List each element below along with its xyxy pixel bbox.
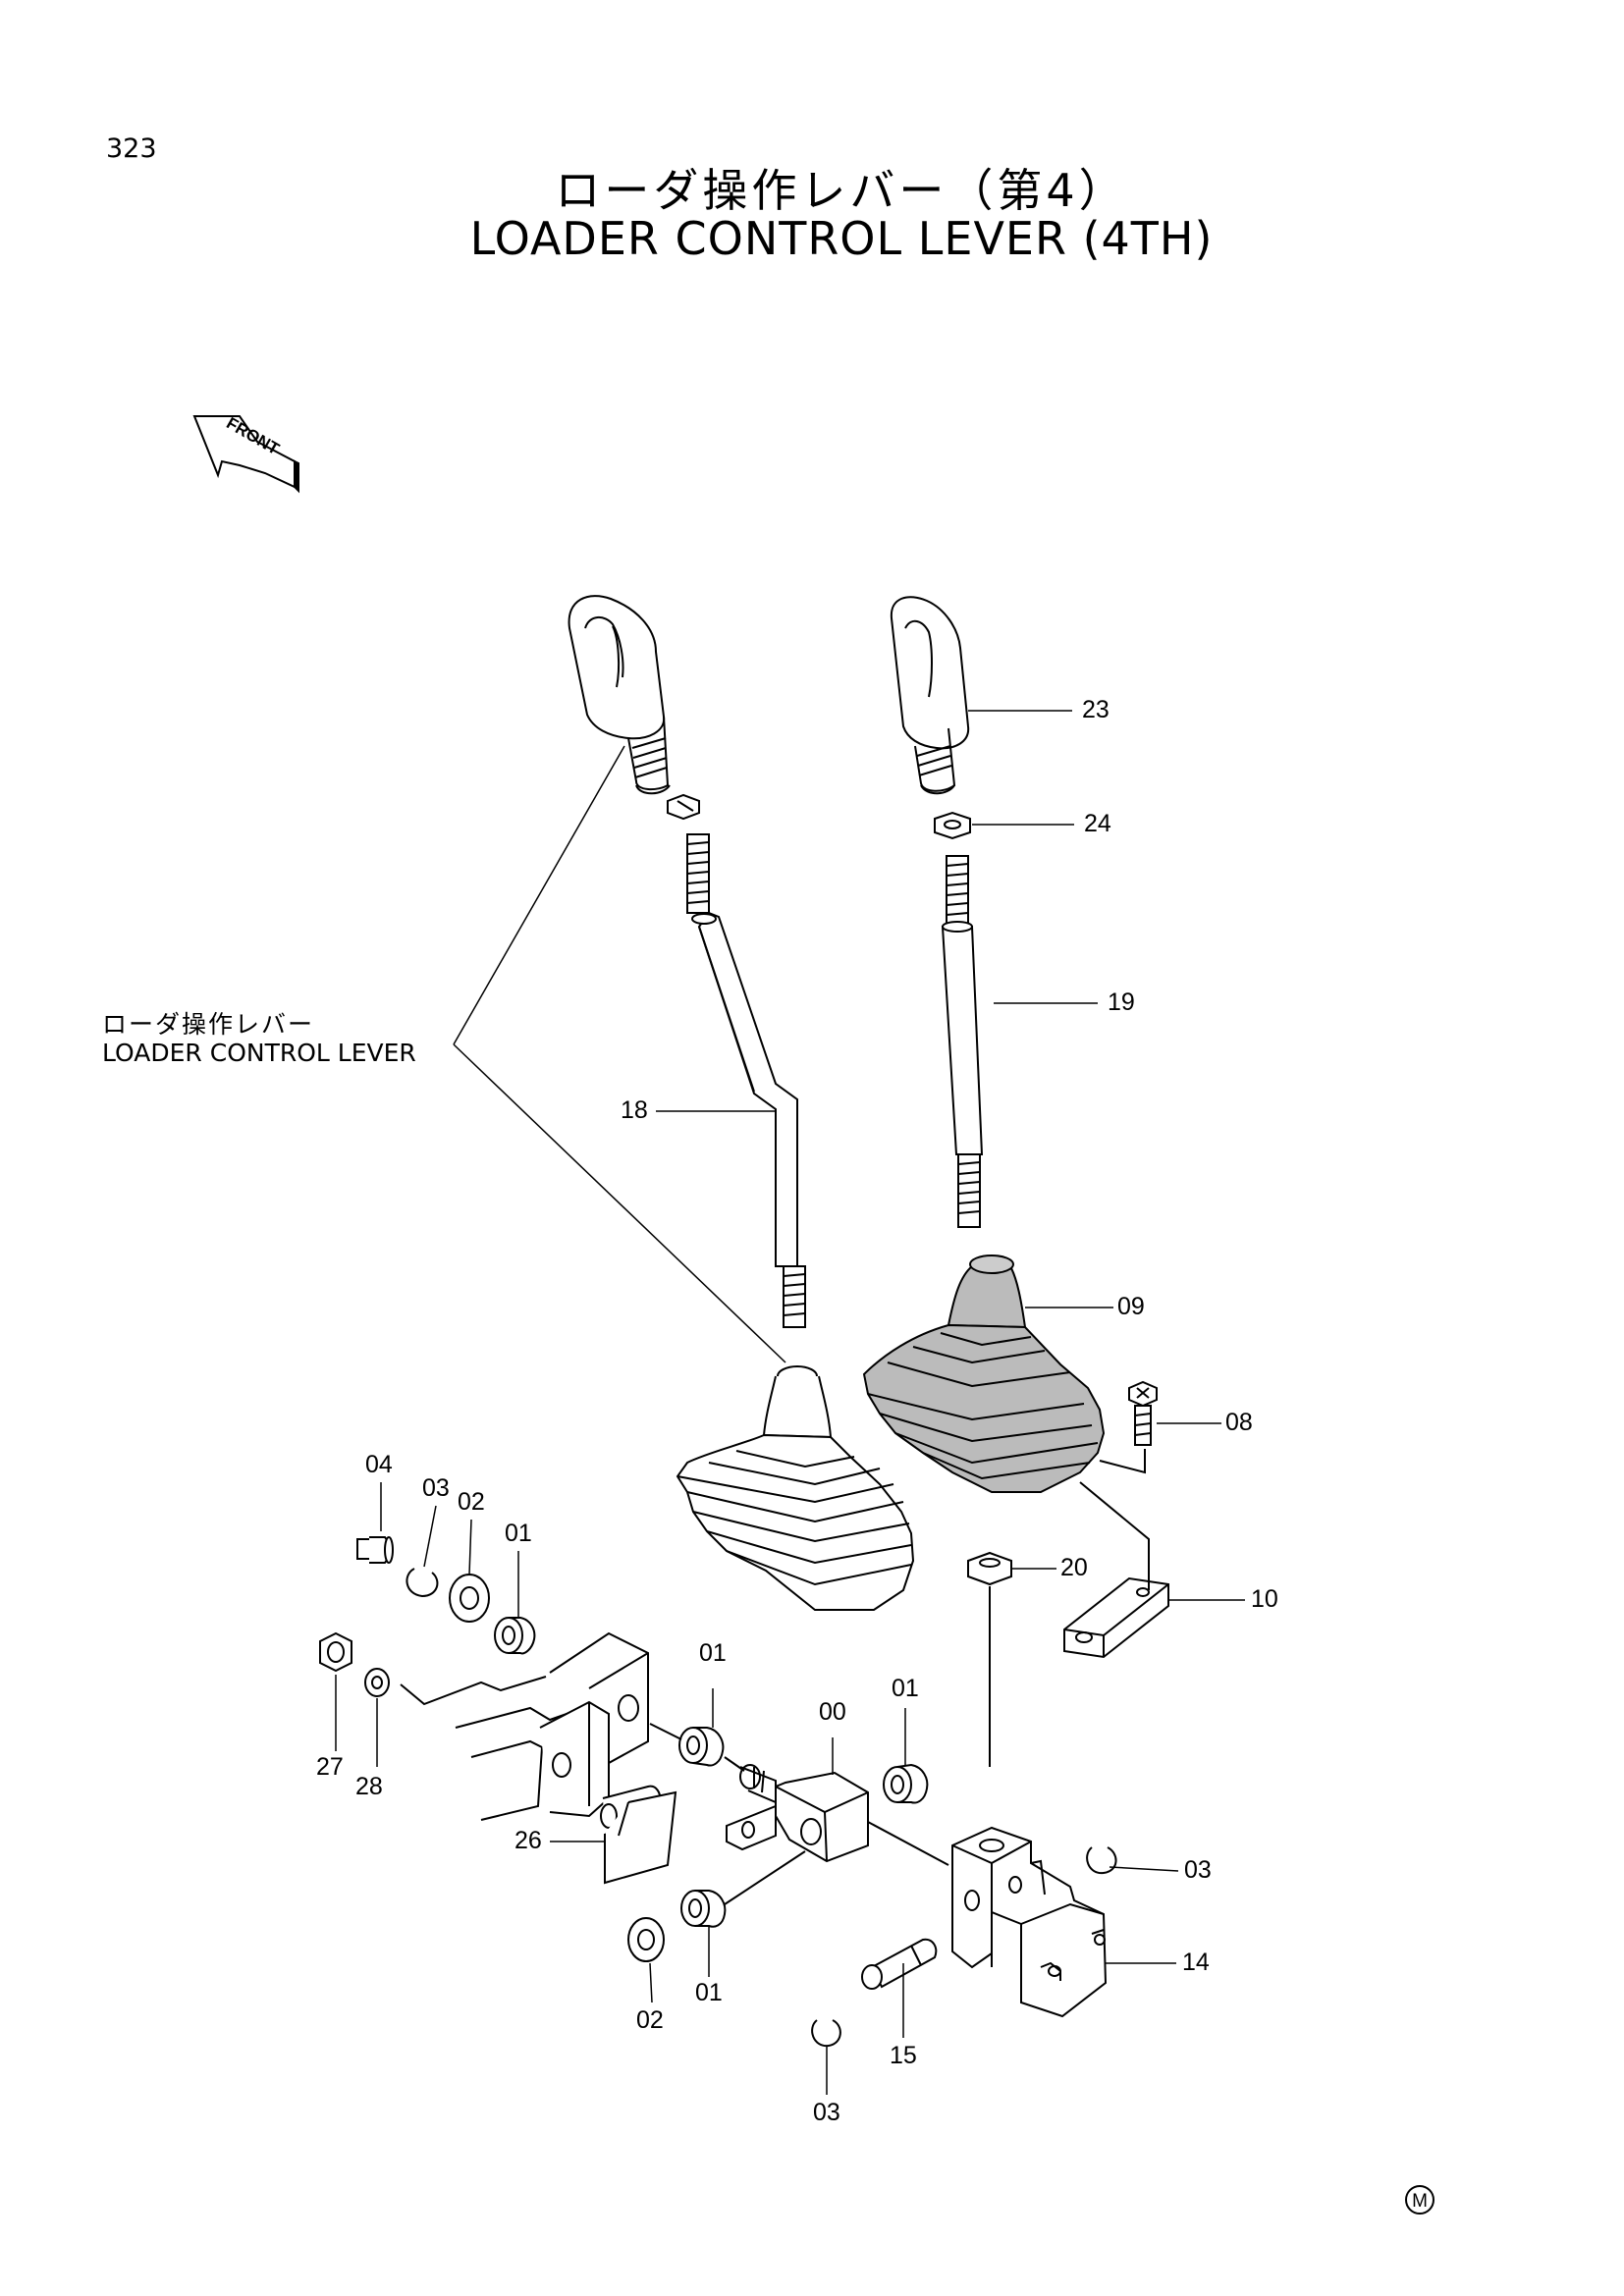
bushing-01-top xyxy=(494,1617,536,1655)
frame-blocks xyxy=(539,1631,649,1818)
part-label-01-mid: 01 xyxy=(699,1639,727,1667)
part-label-14: 14 xyxy=(1182,1949,1210,1976)
clip-03-bottom xyxy=(811,2019,841,2048)
part-label-02-bottom: 02 xyxy=(636,2006,664,2034)
bushing-01-bottom xyxy=(680,1890,727,1928)
part-label-10: 10 xyxy=(1251,1585,1278,1613)
part-label-01-top: 01 xyxy=(505,1520,532,1547)
washer-02-bottom xyxy=(627,1917,665,1962)
clip-03-top xyxy=(406,1568,439,1598)
part-label-01-right: 01 xyxy=(892,1675,919,1702)
right-lever-assembly xyxy=(862,596,1169,1767)
part-label-24: 24 xyxy=(1084,810,1111,837)
part-label-02-top: 02 xyxy=(458,1488,485,1516)
assembly-callout-en: LOADER CONTROL LEVER xyxy=(102,1039,416,1067)
part-label-23: 23 xyxy=(1082,696,1110,723)
leader-lines xyxy=(335,710,1245,2095)
bolt-04 xyxy=(356,1536,394,1564)
stop-plate-26 xyxy=(600,1785,677,1885)
title-japanese: ローダ操作レバー（第4） xyxy=(555,164,1128,217)
left-rubber-boot xyxy=(676,1365,915,1611)
part-label-01-bottom: 01 xyxy=(695,1979,723,2006)
left-nut xyxy=(667,793,700,821)
part-label-08: 08 xyxy=(1225,1409,1253,1436)
title-english: LOADER CONTROL LEVER (4TH) xyxy=(469,212,1214,265)
part-label-20: 20 xyxy=(1060,1554,1088,1581)
right-lever-rod xyxy=(941,926,984,1155)
bushing-01-right xyxy=(883,1763,929,1804)
part-label-09: 09 xyxy=(1117,1293,1145,1320)
assembly-callout-jp: ローダ操作レバー xyxy=(102,1010,315,1039)
right-nut xyxy=(934,811,971,840)
left-lever-assembly xyxy=(568,595,915,1611)
pin-15 xyxy=(861,1938,938,1990)
part-label-26: 26 xyxy=(514,1827,542,1854)
part-label-18: 18 xyxy=(621,1096,648,1124)
part-label-19: 19 xyxy=(1108,988,1135,1016)
washer-28 xyxy=(364,1668,390,1697)
pivot-mechanism xyxy=(319,1536,1117,2048)
page-number: 323 xyxy=(106,133,157,164)
part-label-03-bottom: 03 xyxy=(813,2099,840,2126)
washer-02-top xyxy=(449,1574,490,1623)
pivot-block-00 xyxy=(726,1764,869,1863)
part-label-03-top: 03 xyxy=(422,1474,450,1502)
bushing-01-mid xyxy=(678,1727,725,1767)
part-label-00: 00 xyxy=(819,1698,846,1726)
circled-m-mark: M xyxy=(1405,2185,1435,2215)
part-label-03-right: 03 xyxy=(1184,1856,1212,1884)
clip-03-right xyxy=(1086,1846,1117,1875)
part-label-28: 28 xyxy=(355,1773,383,1800)
part-label-15: 15 xyxy=(890,2042,917,2069)
nut-20 xyxy=(967,1551,1012,1586)
left-grip-knob xyxy=(568,595,671,795)
plate-10 xyxy=(1063,1576,1169,1659)
bracket-14 xyxy=(951,1826,1108,2018)
part-label-27: 27 xyxy=(316,1753,344,1781)
right-grip-knob xyxy=(890,596,970,795)
left-lever-rod xyxy=(697,911,798,1267)
right-rubber-boot xyxy=(862,1255,1106,1493)
nut-27 xyxy=(319,1631,352,1673)
part-label-04: 04 xyxy=(365,1451,393,1478)
front-arrow-icon: FRONT xyxy=(192,413,299,494)
bolt-08 xyxy=(1128,1380,1158,1446)
